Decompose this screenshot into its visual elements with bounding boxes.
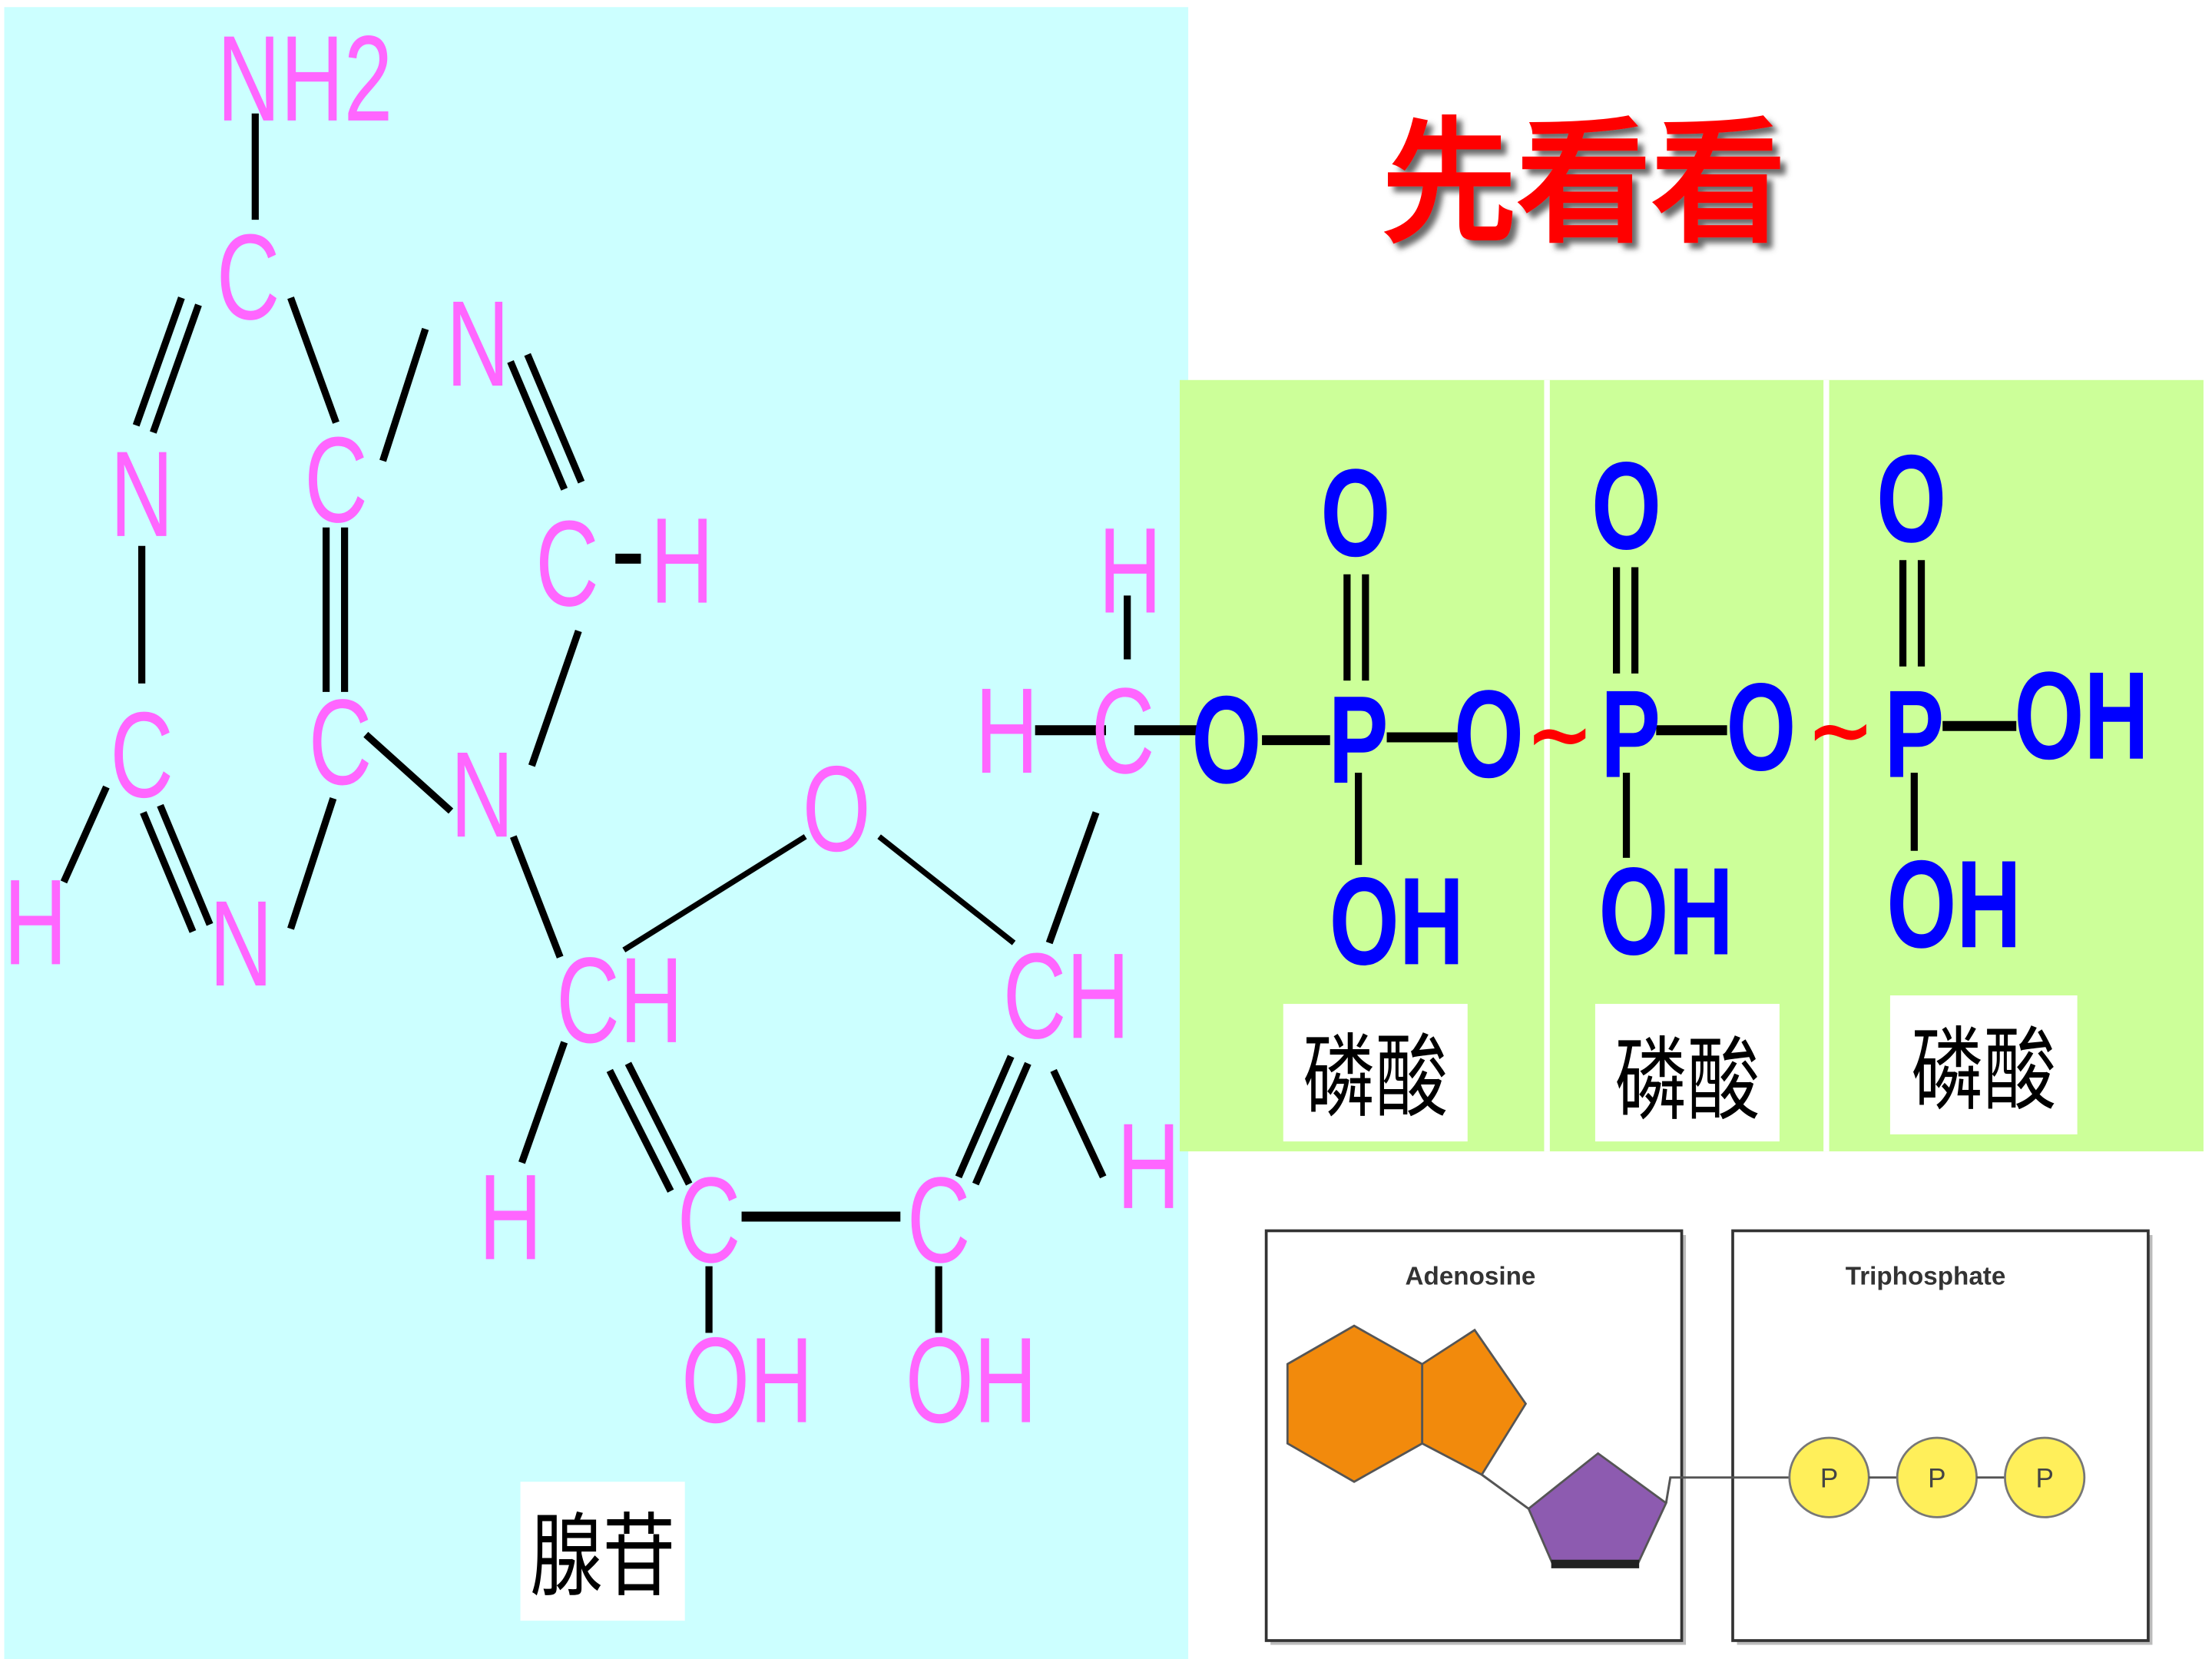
atom-p3-hydroxyl: OH — [1886, 834, 2021, 973]
atom-bridge-oxygen-1: O — [1454, 664, 1524, 803]
phosphate-label-box-3 — [1889, 995, 2078, 1134]
atom-p2-double-oxygen: O — [1591, 436, 1661, 575]
atom-p1-double-oxygen: O — [1320, 443, 1390, 582]
bond-c4-prime-c5-prime — [1045, 811, 1100, 945]
atom-oh3-prime: OH — [906, 1313, 1037, 1449]
atom-c1-prime: CH — [556, 933, 683, 1069]
atom-oh2-prime: OH — [681, 1313, 813, 1449]
atom-h2: H — [4, 855, 68, 991]
adenosine-atoms: NH2 C N C H N C C N C H N CH O CH H C C … — [4, 12, 1181, 1449]
atom-h5-prime-left: H — [975, 664, 1038, 800]
bond-n7-c8-a — [507, 359, 568, 491]
adenosine-box-title: Adenosine — [1406, 1263, 1536, 1291]
phosphate-bonds — [1262, 560, 2017, 866]
adenine-ribose-link — [1481, 1473, 1530, 1510]
ribose-phosphate-link — [1664, 1476, 1790, 1504]
atom-c4: C — [309, 675, 373, 811]
atom-n1: N — [110, 427, 174, 563]
phosphate-circle-label-3: P — [2035, 1464, 2053, 1494]
slide-title: 先看看 — [1382, 105, 1786, 262]
high-energy-bond-1: ~ — [1525, 687, 1594, 783]
bond-o4-prime-c4-prime — [877, 834, 1016, 945]
adenosine-panel — [4, 7, 1189, 1659]
atom-o5-prime: O — [1191, 670, 1261, 809]
atom-p3-double-oxygen: O — [1876, 429, 1946, 568]
atom-p2: P — [1601, 664, 1661, 803]
bond-c6-c5 — [287, 296, 339, 424]
adenine-bonds — [60, 113, 641, 933]
atom-p3-terminal-hydroxyl: OH — [2014, 646, 2148, 785]
atom-c5: C — [304, 412, 368, 548]
bond-c8-n9 — [528, 630, 582, 767]
bond-c1-prime-c2-prime-a — [606, 1068, 674, 1193]
atom-p2-hydroxyl: OH — [1599, 842, 1734, 981]
bond-c6-n1-b — [132, 296, 185, 427]
phosphate-label-box-1 — [1283, 1004, 1468, 1142]
triphosphate-box-title: Triphosphate — [1846, 1263, 2006, 1291]
phosphate-label-3: 磷酸 — [1911, 1018, 2056, 1124]
bond-c2-n3-b — [140, 811, 197, 933]
bond-n9-c1-prime — [510, 835, 564, 959]
bond-c4-n3 — [287, 796, 337, 930]
triphosphate-box — [1731, 1229, 2150, 1642]
atom-n3: N — [210, 876, 273, 1012]
atom-c2: C — [110, 687, 174, 823]
bond-c6-n1-a — [150, 303, 202, 434]
bond-c1-prime-c2-prime-b — [624, 1061, 693, 1186]
bond-c4-prime-c3-prime-a — [972, 1061, 1031, 1186]
atom-amino: NH2 — [217, 12, 393, 147]
phosphate-panel-divider-2 — [1823, 379, 1830, 1152]
atom-bridge-oxygen-2: O — [1726, 657, 1796, 796]
atom-h5-prime-top: H — [1098, 503, 1162, 639]
bond-c4-n9 — [363, 731, 454, 814]
adenosine-label-group: 腺苷 — [520, 1482, 685, 1621]
phosphate-label-box-2 — [1594, 1004, 1780, 1142]
atom-c4-prime: CH — [1003, 929, 1130, 1065]
phosphate-circle-3 — [2004, 1436, 2086, 1518]
phosphate-label-1: 磷酸 — [1303, 1025, 1448, 1131]
phosphate-circle-label-1: P — [1820, 1464, 1838, 1494]
atom-n9: N — [450, 727, 514, 863]
bond-c2-n3-a — [157, 803, 214, 926]
adenosine-label: 腺苷 — [530, 1505, 675, 1610]
high-energy-bond-2: ~ — [1806, 684, 1875, 779]
atom-p3: P — [1884, 664, 1944, 803]
atom-c6: C — [217, 210, 280, 346]
bond-c1-prime-o4-prime — [622, 834, 807, 953]
phosphate-atoms: O P O OH O P O OH O P O OH OH ~ ~ — [1191, 429, 2148, 990]
atom-c3-prime: C — [907, 1153, 971, 1289]
atom-p1: P — [1329, 670, 1389, 809]
phosphate-circle-label-2: P — [1928, 1464, 1945, 1494]
atom-h1-prime: H — [478, 1150, 542, 1286]
phosphate-label-2: 磷酸 — [1614, 1028, 1760, 1134]
adenine-pentagon — [1421, 1328, 1528, 1476]
atom-p1-hydroxyl: OH — [1330, 851, 1464, 990]
atom-o4-prime: O — [803, 741, 871, 877]
atom-c5-prime: C — [1091, 664, 1155, 800]
atom-n7: N — [446, 276, 510, 412]
adenosine-label-box — [520, 1482, 685, 1621]
phosphate-panel-divider-1 — [1544, 379, 1550, 1152]
atp-schematic: Adenosine Triphosphate P P P — [1264, 1229, 2153, 1645]
bond-c2-h2 — [60, 785, 110, 884]
bond-c1-prime-h1-prime — [518, 1041, 568, 1164]
atom-h4-prime: H — [1117, 1099, 1181, 1235]
bond-c5-n7 — [379, 327, 429, 462]
atom-c8: C — [535, 496, 599, 632]
bond-c4-prime-c3-prime-b — [955, 1055, 1015, 1179]
bond-c4-prime-h4-prime — [1050, 1068, 1107, 1179]
bond-n7-c8-b — [524, 353, 585, 484]
ribose-pentagon — [1527, 1452, 1667, 1565]
phosphate-labels: 磷酸 磷酸 磷酸 — [1283, 995, 2078, 1142]
ribose-bonds — [510, 595, 1198, 1333]
atom-h8: H — [651, 493, 714, 629]
atom-c2-prime: C — [677, 1153, 741, 1289]
